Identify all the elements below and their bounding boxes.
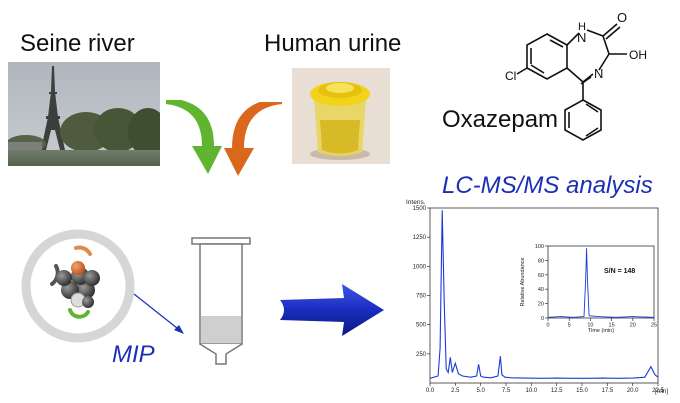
- green-curved-arrow: [166, 100, 222, 174]
- main-series-line: [429, 210, 659, 379]
- main-xtick-label: 20.0: [627, 388, 639, 394]
- inset-series-line: [547, 248, 655, 318]
- main-xtick-label: 2.5: [451, 388, 460, 394]
- inset-ytick-label: 80: [538, 258, 544, 264]
- inset-xtick-label: 15: [609, 323, 615, 329]
- mip-particle: [21, 229, 135, 343]
- inset-annotation: S/N = 148: [604, 268, 635, 275]
- main-xtick-label: 7.5: [502, 388, 511, 394]
- mol-oh-label: OH: [629, 48, 647, 62]
- main-ytick-label: 750: [416, 294, 427, 300]
- main-xtick-label: 5.0: [476, 388, 485, 394]
- mol-cl-label: Cl: [505, 69, 516, 83]
- inset-ytick-label: 60: [538, 273, 544, 279]
- mip-label: MIP: [112, 341, 155, 368]
- main-xtick-label: 15.0: [576, 388, 588, 394]
- main-ytick-label: 1500: [413, 206, 427, 212]
- spe-cartridge: [191, 237, 251, 365]
- big-blue-arrow: [280, 284, 384, 336]
- main-xtick-label: 10.0: [525, 388, 537, 394]
- inset-frame: [547, 245, 655, 319]
- inset-chart-plot: 0 20 40 60 80 100 0 5 10 15 20 25 Relative Abundance…: [520, 244, 657, 334]
- inset-ytick-label: 20: [538, 302, 544, 308]
- main-ytick-label: 500: [416, 323, 427, 329]
- main-xtick-label: 22.5: [652, 388, 664, 394]
- main-xtick-label: 12.5: [551, 388, 563, 394]
- inset-ylabel: Relative Abundance: [520, 258, 526, 307]
- urine-sample-photo: [292, 68, 390, 164]
- oxazepam-label: Oxazepam: [442, 106, 559, 133]
- orange-curved-arrow: [224, 102, 282, 176]
- inset-xtick-label: 0: [546, 323, 549, 329]
- inset-ytick-label: 40: [538, 287, 544, 293]
- main-ytick-label: 1250: [413, 235, 427, 241]
- mol-o-label: O: [617, 10, 627, 25]
- mol-h-label: H: [578, 21, 586, 33]
- main-xtick-label: 0.0: [426, 388, 435, 394]
- main-ytick-label: 1000: [413, 264, 427, 270]
- seine-river-label: Seine river: [20, 30, 135, 57]
- inset-xlabel: Time (min): [588, 328, 614, 334]
- human-urine-label: Human urine: [264, 30, 402, 57]
- lcms-label: LC-MS/MS analysis: [442, 172, 653, 199]
- main-ylabel: Intens.: [406, 199, 426, 206]
- inset-ytick-label: 0: [541, 316, 544, 322]
- inset-xtick-label: 25: [651, 323, 657, 329]
- seine-river-photo: [8, 62, 160, 166]
- main-xlabel: [min]: [655, 389, 668, 395]
- inset-ytick-label: 100: [535, 244, 544, 250]
- mol-n4-label: N: [594, 66, 603, 81]
- pointer-arrow: [133, 293, 184, 334]
- inset-xtick-label: 10: [587, 323, 593, 329]
- main-xtick-label: 17.5: [601, 388, 613, 394]
- oxazepam-structure: H N O OH N Cl: [505, 10, 647, 141]
- mol-n1-label: N: [577, 30, 586, 45]
- main-ytick-label: 250: [416, 352, 427, 358]
- inset-xtick-label: 20: [630, 323, 636, 329]
- inset-xtick-label: 5: [568, 323, 571, 329]
